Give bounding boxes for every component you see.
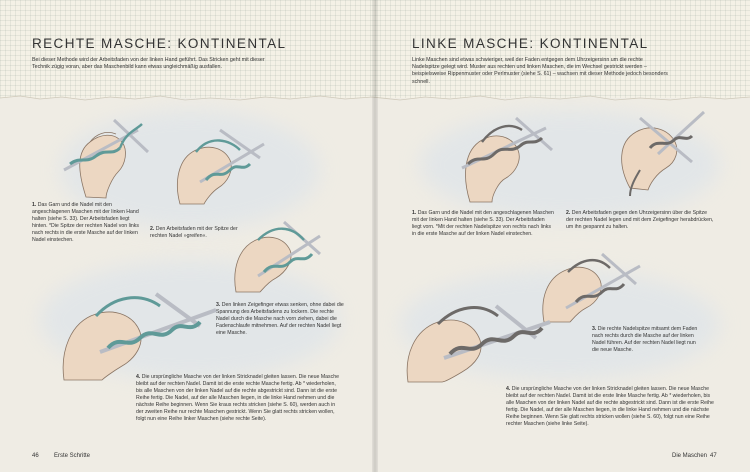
step-left-3: 3. Den linken Zeigefinger etwas senken, … — [216, 302, 346, 337]
step-number: 2. — [566, 210, 571, 216]
intro-text-right: Linke Maschen sind etwas schwieriger, we… — [412, 57, 668, 85]
step-text: Die ursprüngliche Masche von der linken … — [136, 374, 340, 422]
knitting-hand-illustration — [406, 304, 551, 383]
page-gutter — [372, 0, 378, 472]
step-left-2: 2. Den Arbeitsfaden mit der Spitze der r… — [150, 226, 238, 240]
step-right-2: 2. Den Arbeitsfaden gegen den Uhrzeigers… — [566, 210, 714, 231]
step-right-1: 1. Das Garn und die Nadel mit den angesc… — [412, 210, 554, 238]
step-text: Die rechte Nadelspitze mitsamt dem Faden… — [592, 326, 698, 353]
page-title-left: RECHTE MASCHE: KONTINENTAL — [32, 36, 287, 51]
torn-paper-edge — [0, 95, 750, 110]
step-text: Die ursprüngliche Masche von der linken … — [506, 386, 714, 427]
step-number: 3. — [592, 326, 597, 332]
step-text: Den linken Zeigefinger etwas senken, ohn… — [216, 302, 344, 336]
intro-text-left: Bei dieser Methode wird der Arbeitsfaden… — [32, 57, 265, 71]
knitting-hand-illustration — [461, 116, 553, 203]
step-text: Den Arbeitsfaden mit der Spitze der rech… — [150, 226, 238, 239]
step-left-4: 4. Die ursprüngliche Masche von der link… — [136, 374, 342, 423]
step-number: 4. — [136, 374, 141, 380]
page-title-right: LINKE MASCHE: KONTINENTAL — [412, 36, 649, 51]
step-number: 2. — [150, 226, 155, 232]
section-label-right: Die Maschen — [672, 453, 708, 459]
step-left-1: 1. Das Garn und die Nadel mit den angesc… — [32, 202, 140, 244]
step-text: Das Garn und die Nadel mit den angeschla… — [32, 202, 139, 243]
step-number: 4. — [506, 386, 511, 392]
knitting-hand-illustration — [621, 110, 706, 197]
graph-paper-band — [0, 0, 750, 98]
knitting-hand-illustration — [234, 220, 321, 293]
page-number-left: 46 — [32, 453, 39, 459]
page-number-right: 47 — [710, 453, 717, 459]
knitting-hand-illustration — [62, 292, 217, 381]
section-label-left: Erste Schritte — [54, 453, 91, 459]
step-number: 3. — [216, 302, 221, 308]
step-text: Den Arbeitsfaden gegen den Uhrzeigersinn… — [566, 210, 714, 230]
step-right-3: 3. Die rechte Nadelspitze mitsamt dem Fa… — [592, 326, 704, 354]
step-text: Das Garn und die Nadel mit den angeschla… — [412, 210, 554, 237]
step-number: 1. — [32, 202, 37, 208]
step-right-4: 4. Die ursprüngliche Masche von der link… — [506, 386, 716, 428]
knitting-hand-illustration — [542, 252, 641, 323]
knitting-hand-illustration — [63, 118, 150, 199]
knitting-hand-illustration — [177, 128, 265, 205]
step-number: 1. — [412, 210, 417, 216]
